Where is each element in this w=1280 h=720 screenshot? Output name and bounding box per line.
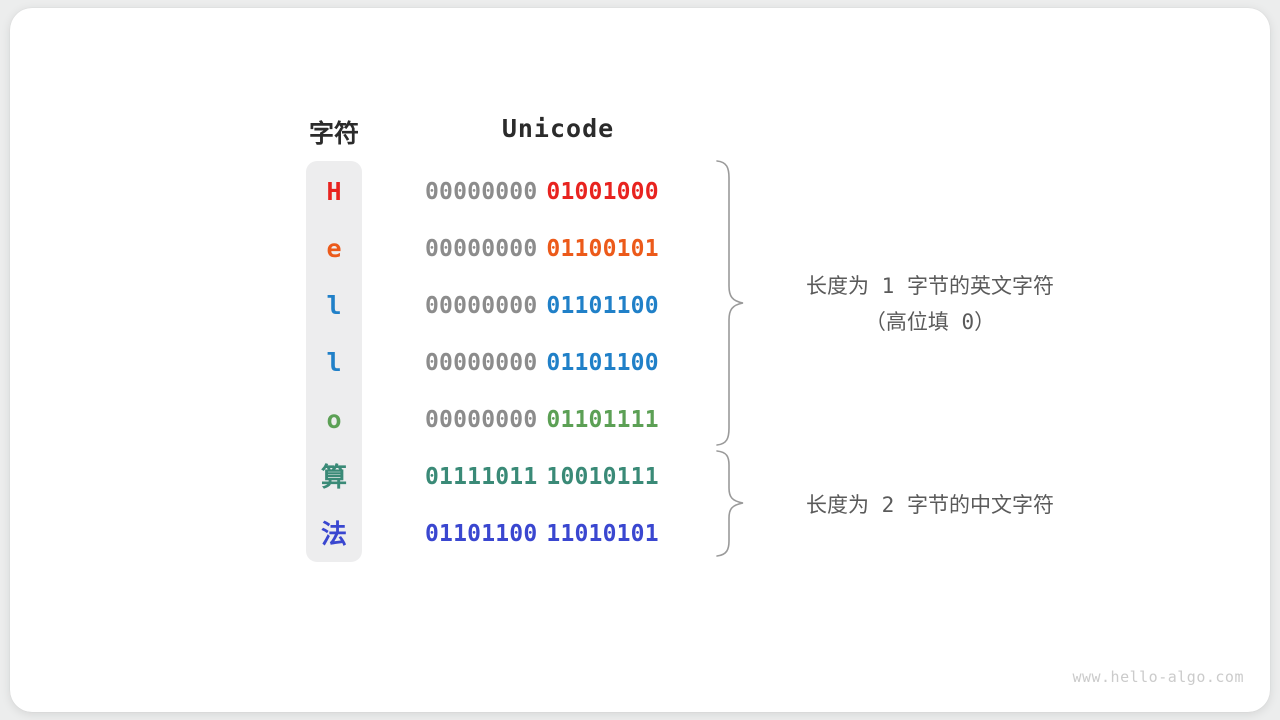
char-column-background: [306, 161, 362, 562]
annotation-chinese-suffix: 字节的中文字符: [906, 494, 1054, 517]
binary-row: 00000000 01101111: [425, 405, 695, 435]
binary-low-byte: 01101100: [546, 293, 659, 319]
binary-low-byte: 01101100: [546, 350, 659, 376]
annotation-english-line1: 长度为 1 字节的英文字符: [760, 270, 1100, 300]
binary-high-byte: 00000000: [425, 407, 538, 433]
binary-row: 01111011 10010111: [425, 462, 695, 492]
char-cell: o: [326, 405, 342, 434]
char-cell: l: [326, 291, 342, 320]
binary-low-byte: 01001000: [546, 179, 659, 205]
binary-row: 00000000 01001000: [425, 177, 695, 207]
brace-english-chars: [716, 160, 744, 446]
binary-row: 00000000 01101100: [425, 291, 695, 321]
char-cell: l: [326, 348, 342, 377]
binary-high-byte: 00000000: [425, 236, 538, 262]
binary-low-byte: 11010101: [546, 521, 659, 547]
binary-row: 01101100 11010101: [425, 519, 695, 549]
annotation-english-prefix: 长度为: [806, 275, 870, 298]
binary-high-byte: 01111011: [425, 464, 538, 490]
column-header-char: 字符: [308, 120, 359, 148]
annotation-chinese-prefix: 长度为: [806, 494, 870, 517]
annotation-padding-suffix: ）: [974, 311, 996, 334]
binary-row: 00000000 01101100: [425, 348, 695, 378]
binary-high-byte: 00000000: [425, 293, 538, 319]
binary-high-byte: 01101100: [425, 521, 538, 547]
diagram-card: [10, 8, 1270, 712]
column-header-unicode: Unicode: [501, 114, 615, 143]
binary-low-byte: 10010111: [546, 464, 659, 490]
char-cell: 算: [320, 462, 347, 492]
annotation-chinese-byte-count: 2: [881, 493, 895, 517]
char-cell: e: [326, 234, 342, 263]
annotation-english-suffix: 字节的英文字符: [906, 275, 1054, 298]
annotation-english-line2: （高位填 0）: [760, 306, 1100, 336]
binary-high-byte: 00000000: [425, 179, 538, 205]
annotation-chinese-line1: 长度为 2 字节的中文字符: [760, 489, 1100, 519]
annotation-padding-value: 0: [961, 310, 975, 334]
brace-chinese-chars: [716, 450, 744, 557]
binary-low-byte: 01101111: [546, 407, 659, 433]
char-cell: 法: [320, 519, 347, 549]
binary-row: 00000000 01100101: [425, 234, 695, 264]
annotation-english-byte-count: 1: [881, 274, 895, 298]
watermark: www.hello-algo.com: [1072, 668, 1244, 686]
binary-low-byte: 01100101: [546, 236, 659, 262]
annotation-padding-prefix: （高位填: [864, 311, 949, 334]
binary-high-byte: 00000000: [425, 350, 538, 376]
char-cell: H: [326, 177, 342, 206]
